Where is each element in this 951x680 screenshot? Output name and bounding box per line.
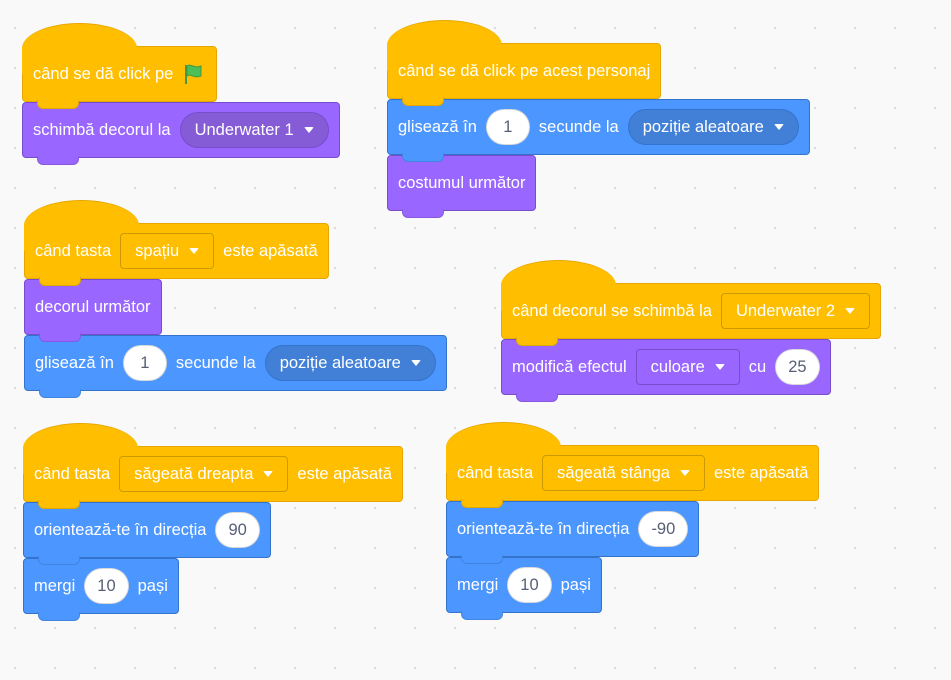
steps-input[interactable]: 10 <box>507 567 552 603</box>
block-label: pași <box>560 575 591 594</box>
next-backdrop-block[interactable]: decorul următor <box>24 279 162 342</box>
when-flag-clicked-block[interactable]: când se dă click pe <box>22 23 218 109</box>
when-key-pressed-block[interactable]: când tasta săgeată dreapta este apăsată <box>23 423 403 509</box>
block-label: este apăsată <box>713 463 809 482</box>
script-green-flag[interactable]: când se dă click pe schimbă decorul la U… <box>22 23 340 165</box>
caret-down-icon <box>410 360 421 366</box>
key-dropdown[interactable]: săgeată stânga <box>542 455 705 491</box>
seconds-input[interactable]: 1 <box>122 345 167 381</box>
script-right-arrow[interactable]: când tasta săgeată dreapta este apăsată … <box>23 423 403 621</box>
seconds-input[interactable]: 1 <box>485 109 530 145</box>
point-in-direction-block[interactable]: orientează-te în direcția 90 <box>23 502 271 565</box>
position-dropdown[interactable]: poziție aleatoare <box>627 109 799 145</box>
switch-backdrop-block[interactable]: schimbă decorul la Underwater 1 <box>22 102 340 165</box>
key-dropdown[interactable]: spațiu <box>120 233 215 269</box>
green-flag-icon <box>185 64 202 84</box>
dropdown-value: culoare <box>650 357 705 376</box>
backdrop-dropdown[interactable]: Underwater 2 <box>720 293 871 329</box>
move-steps-block[interactable]: mergi 10 pași <box>23 558 179 621</box>
block-label: când tasta <box>457 463 534 482</box>
block-label: modifică efectul <box>512 357 627 376</box>
block-label: este apăsată <box>223 241 318 260</box>
block-label: este apăsată <box>297 464 392 483</box>
block-label: când se dă click pe <box>33 64 174 83</box>
block-label: când se dă click pe acest personaj <box>398 61 651 80</box>
direction-input[interactable]: 90 <box>215 512 260 548</box>
when-backdrop-switches-block[interactable]: când decorul se schimbă la Underwater 2 <box>501 260 882 346</box>
block-label: pași <box>137 576 168 595</box>
block-label: decorul următor <box>35 297 151 316</box>
caret-down-icon <box>773 124 784 130</box>
caret-down-icon <box>679 470 690 476</box>
glide-block[interactable]: glisează în 1 secunde la poziție aleatoa… <box>387 99 810 162</box>
block-label: când decorul se schimbă la <box>512 301 712 320</box>
block-label: schimbă decorul la <box>33 120 171 139</box>
caret-down-icon <box>189 248 200 254</box>
when-key-pressed-block[interactable]: când tasta spațiu este apăsată <box>24 200 329 286</box>
steps-input[interactable]: 10 <box>84 568 129 604</box>
next-costume-block[interactable]: costumul următor <box>387 155 537 218</box>
dropdown-value: Underwater 1 <box>194 120 294 139</box>
block-label: mergi <box>457 575 499 594</box>
dropdown-value: poziție aleatoare <box>279 353 401 372</box>
block-label: când tasta <box>34 464 111 483</box>
dropdown-value: săgeată stânga <box>557 463 670 482</box>
change-effect-block[interactable]: modifică efectul culoare cu 25 <box>501 339 831 402</box>
dropdown-value: săgeată dreapta <box>134 464 254 483</box>
glide-block[interactable]: glisează în 1 secunde la poziție aleatoa… <box>24 335 447 398</box>
block-label: secunde la <box>538 117 619 136</box>
position-dropdown[interactable]: poziție aleatoare <box>264 345 436 381</box>
caret-down-icon <box>714 364 725 370</box>
when-key-pressed-block[interactable]: când tasta săgeată stânga este apăsată <box>446 422 820 508</box>
block-label: secunde la <box>175 353 256 372</box>
point-in-direction-block[interactable]: orientează-te în direcția -90 <box>446 501 700 564</box>
key-dropdown[interactable]: săgeată dreapta <box>119 456 289 492</box>
block-label: glisează în <box>35 353 114 372</box>
script-backdrop-switch[interactable]: când decorul se schimbă la Underwater 2 … <box>501 260 882 402</box>
direction-input[interactable]: -90 <box>638 511 689 547</box>
block-label: cu <box>748 357 767 376</box>
script-left-arrow[interactable]: când tasta săgeată stânga este apăsată o… <box>446 422 820 620</box>
block-label: mergi <box>34 576 76 595</box>
backdrop-dropdown[interactable]: Underwater 1 <box>179 112 329 148</box>
effect-dropdown[interactable]: culoare <box>635 349 740 385</box>
script-sprite-clicked[interactable]: când se dă click pe acest personaj glise… <box>387 20 810 218</box>
script-space-key[interactable]: când tasta spațiu este apăsată decorul u… <box>24 200 447 398</box>
dropdown-value: Underwater 2 <box>735 301 836 320</box>
dropdown-value: poziție aleatoare <box>642 117 764 136</box>
block-label: când tasta <box>35 241 112 260</box>
block-label: costumul următor <box>398 173 526 192</box>
effect-amount-input[interactable]: 25 <box>775 349 820 385</box>
block-label: orientează-te în direcția <box>34 520 207 539</box>
caret-down-icon <box>845 308 856 314</box>
block-label: orientează-te în direcția <box>457 519 630 538</box>
block-label: glisează în <box>398 117 477 136</box>
caret-down-icon <box>303 127 314 133</box>
caret-down-icon <box>263 471 274 477</box>
move-steps-block[interactable]: mergi 10 pași <box>446 557 602 620</box>
when-sprite-clicked-block[interactable]: când se dă click pe acest personaj <box>387 20 662 106</box>
dropdown-value: spațiu <box>135 241 180 260</box>
